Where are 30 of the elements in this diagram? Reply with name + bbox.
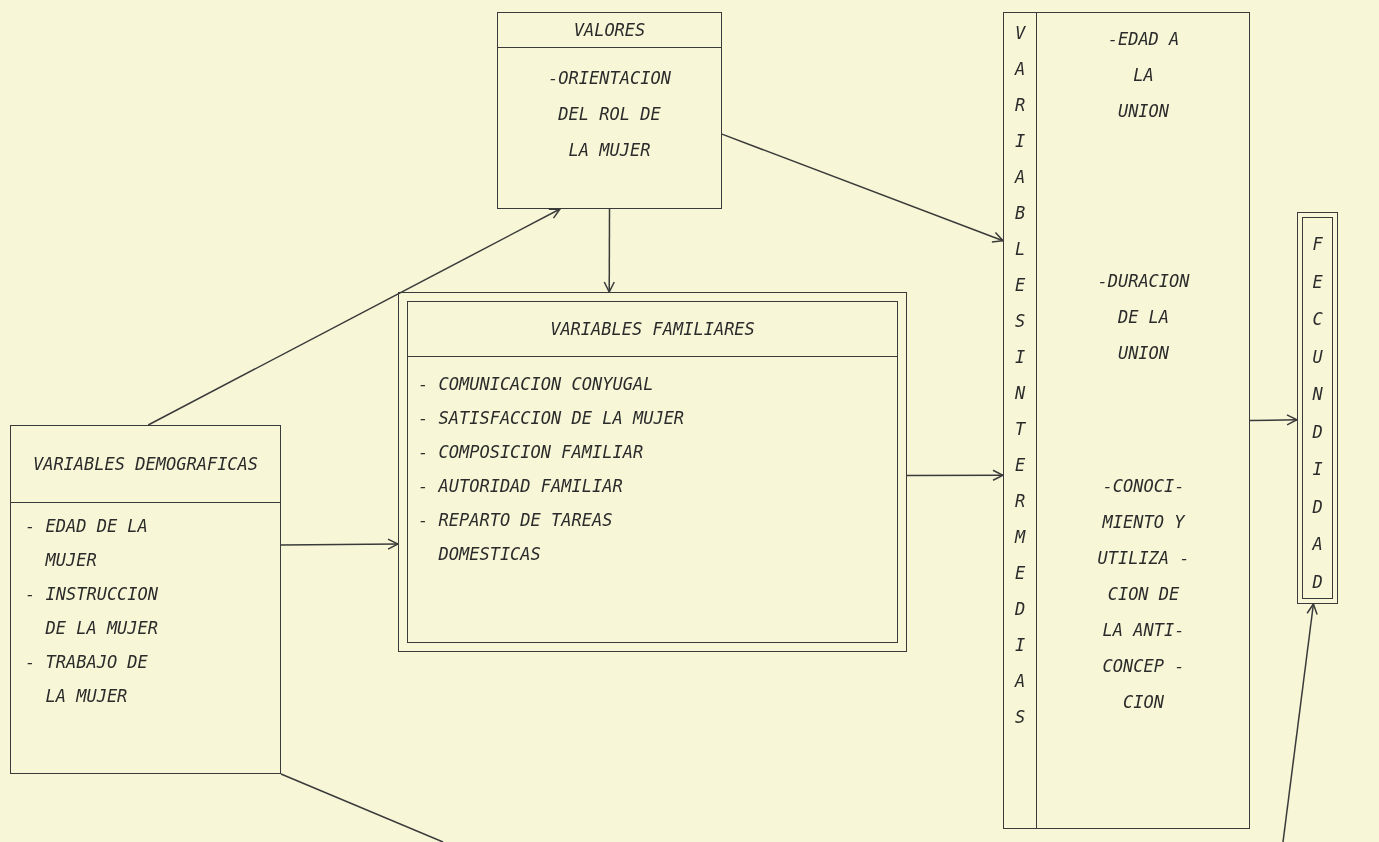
list-item: -EDAD A LA UNION [1107,28,1180,123]
box-heading: VARIABLES DEMOGRAFICAS [32,453,259,476]
line [280,773,444,842]
arrow [1249,414,1298,426]
list-item: -ORIENTACION DEL ROL DE LA MUJER [548,67,671,162]
arrow [906,469,1004,482]
text-box [497,12,722,209]
list-item: - REPARTO DE TAREAS DOMESTICAS [418,509,614,566]
text-box [1003,12,1250,829]
box-heading: VALORES [573,19,646,42]
list-item: -DURACION DE LA UNION [1097,270,1190,365]
text-box [10,425,281,774]
arrow [1282,603,1318,842]
list-item: - EDAD DE LA MUJER [25,515,149,572]
list-item: - SATISFACCION DE LA MUJER [418,407,686,430]
arrow [603,208,615,293]
list-item: -CONOCI- MIENTO Y UTILIZA - CION DE LA ANTI- CONCEP - CION [1097,475,1190,714]
list-item: - COMPOSICION FAMILIAR [418,441,645,464]
list-item: - COMUNICACION CONYUGAL [418,373,655,396]
vertical-label: VARIABLES INTERMEDIAS [1013,22,1027,729]
vertical-label: FECUNDIDAD [1311,233,1324,594]
double-border-box [1297,212,1338,604]
list-item: - AUTORIDAD FAMILIAR [418,475,624,498]
box-heading: VARIABLES FAMILIARES [550,318,755,341]
list-item: - TRABAJO DE LA MUJER [25,651,149,708]
arrow [280,538,399,550]
list-item: - INSTRUCCION DE LA MUJER [25,583,160,640]
double-border-box [398,292,907,652]
arrow [147,208,561,426]
arrow [721,133,1004,243]
